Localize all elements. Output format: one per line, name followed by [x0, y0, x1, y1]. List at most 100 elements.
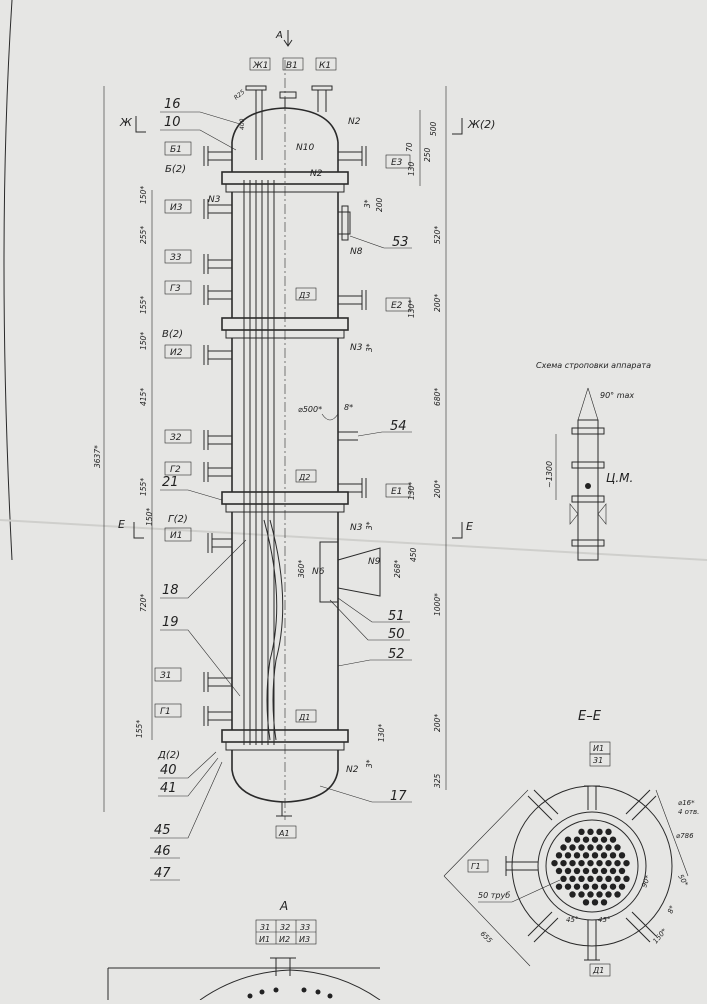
tube-hole: [569, 859, 576, 867]
tube-hole: [573, 836, 581, 843]
section-note: ⌀786: [676, 832, 694, 840]
tube-hole: [605, 844, 612, 851]
nozzle-labels-right: Е3 Е2 Е1 Д3 Д2 Д1 А1: [275, 154, 411, 839]
section-label: Г1: [471, 862, 481, 871]
nozzle-label: Д3: [298, 291, 310, 300]
dimension-text: 415*: [139, 388, 148, 406]
dimension-text: 150*: [139, 186, 148, 204]
tube-hole: [578, 891, 585, 898]
misc-annotations: ⌀500* 8* R25 400: [233, 88, 353, 421]
tube-hole: [587, 828, 594, 836]
fold-line: [0, 519, 707, 561]
view-a: А 31 32 33 И1 И2 И3: [107, 899, 381, 1001]
tube-hole: [560, 859, 567, 867]
tube-hole: [582, 899, 590, 906]
dimension-text: 3*: [365, 521, 374, 530]
dimension-chain-left: 3637* 150* 255* 155* 150* 415* 155* 150*…: [93, 86, 154, 812]
view-mark: А: [275, 30, 283, 41]
tube-hole: [591, 836, 599, 843]
weld-label: N9: [368, 557, 381, 567]
tube-hole: [591, 899, 599, 906]
section-title: Е–Е: [578, 709, 602, 724]
tube-hole: [555, 867, 563, 875]
dimension-text: 130*: [407, 300, 416, 318]
dimension-text: ⌀500*: [298, 405, 322, 414]
tube-hole: [591, 852, 599, 859]
dimension-text: 3*: [363, 199, 372, 208]
tube-hole: [587, 859, 594, 867]
item-number: 16: [164, 97, 181, 112]
view-a-cell: И3: [299, 935, 310, 944]
weld-label: N3: [350, 523, 363, 533]
tube-hole: [618, 852, 626, 859]
dimension-text: 520*: [433, 226, 442, 244]
weld-label: N10: [296, 143, 314, 153]
tube-hole: [618, 883, 626, 890]
section-note: 90*: [640, 874, 652, 889]
slinging-dim: ~1300: [545, 461, 554, 488]
section-note: ⌀16*: [678, 799, 695, 807]
right-nozzles: [319, 146, 381, 603]
tube-hole: [605, 828, 612, 836]
tube-hole: [573, 867, 581, 875]
nozzle-label: Ж1: [252, 61, 268, 71]
tube-hole: [591, 867, 599, 875]
dimension-text: 130*: [407, 482, 416, 500]
section-label: 31: [593, 756, 603, 765]
nozzle-label: Г1: [160, 707, 171, 717]
dimension-text: R25: [233, 88, 247, 101]
item-number: 18: [162, 583, 179, 598]
dimension-text: 268*: [393, 560, 402, 578]
tube-hole: [596, 844, 603, 851]
dimension-text: 70: [405, 142, 414, 152]
tube-hole: [609, 867, 617, 875]
item-number: 53: [392, 235, 409, 250]
tube-hole: [582, 852, 590, 859]
tube-hole: [600, 836, 608, 843]
weld-label: N2: [348, 117, 361, 127]
dimension-text: 200*: [433, 294, 442, 312]
tube-hole: [564, 867, 572, 875]
nozzle-label: Б1: [170, 145, 182, 155]
view-mark: Е: [466, 520, 473, 533]
tube-hole: [596, 828, 603, 836]
tube-hole: [600, 899, 608, 906]
dimension-chain-right: 500 70 250 130 200 520* 3* 200* 130* 3* …: [297, 86, 447, 790]
tube-hole: [600, 883, 608, 890]
item-number: 51: [388, 609, 405, 624]
dimension-text: 3637*: [93, 445, 102, 468]
dimension-text: 255*: [139, 226, 148, 244]
tube-hole: [596, 859, 603, 867]
nozzle-label: З3: [170, 253, 182, 263]
tube-hole: [605, 875, 612, 883]
sheet-edge: [3, 0, 13, 561]
section-ee: Е–Е И1 31 Г1 Д1 ⌀16* 4 отв. ⌀786 50* 90*…: [443, 709, 699, 977]
tube-hole: [573, 852, 581, 859]
nozzle-label: Г3: [170, 284, 181, 294]
flange-label: Г(2): [168, 514, 188, 525]
tube-hole: [623, 859, 630, 867]
section-note: 45°: [598, 916, 610, 924]
dimension-text: 400: [239, 118, 246, 130]
dimension-text: 150*: [145, 508, 154, 526]
weld-label: N3: [350, 343, 363, 353]
view-mark: Ж: [119, 116, 133, 129]
tube-hole: [587, 875, 594, 883]
dimension-text: 3*: [365, 759, 374, 768]
tube-hole: [609, 836, 617, 843]
view-mark: Ж(2): [467, 118, 495, 131]
tube-hole: [614, 891, 621, 898]
tube-hole: [582, 836, 590, 843]
section-label: Д1: [592, 966, 604, 975]
tube-hole: [600, 867, 608, 875]
item-number: 10: [164, 115, 181, 130]
dimension-text: 3*: [365, 343, 374, 352]
nozzle-label: Е2: [391, 301, 403, 311]
tube-hole: [551, 859, 558, 867]
tube-hole: [569, 891, 576, 898]
tube-hole: [596, 891, 603, 898]
tube-hole: [564, 836, 572, 843]
section-note: 45°: [566, 916, 578, 924]
item-number: 50: [388, 627, 405, 642]
